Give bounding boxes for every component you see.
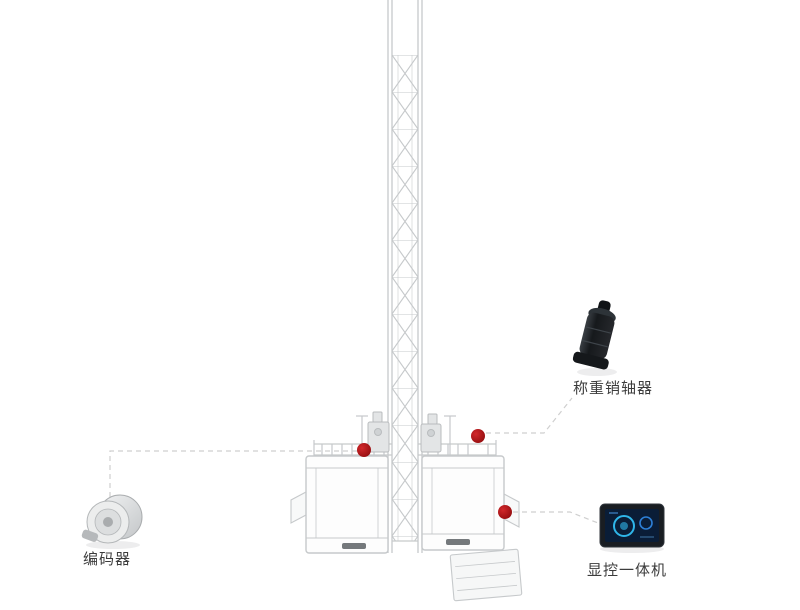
leader-display — [513, 511, 599, 524]
cage-top-rails — [313, 415, 497, 456]
callout-label-encoder: 编码器 — [83, 551, 132, 568]
encoder-image — [81, 494, 143, 549]
marker-encoder — [357, 443, 371, 457]
leader-load-pin — [486, 397, 573, 434]
drive-units — [367, 411, 442, 453]
load-pin-image — [572, 300, 617, 376]
left-cage — [290, 455, 389, 554]
right-cage-ramp — [449, 548, 523, 602]
callout-label-display: 显控一体机 — [587, 562, 668, 579]
right-cage — [421, 455, 523, 602]
marker-load-pin — [471, 429, 485, 443]
callout-leaders — [109, 397, 599, 524]
mast-tower — [387, 0, 423, 553]
display-console-image — [599, 503, 665, 553]
leader-encoder — [109, 450, 357, 497]
marker-display — [498, 505, 512, 519]
callout-label-load-pin: 称重销轴器 — [573, 380, 654, 397]
hotspot-markers — [357, 429, 512, 519]
